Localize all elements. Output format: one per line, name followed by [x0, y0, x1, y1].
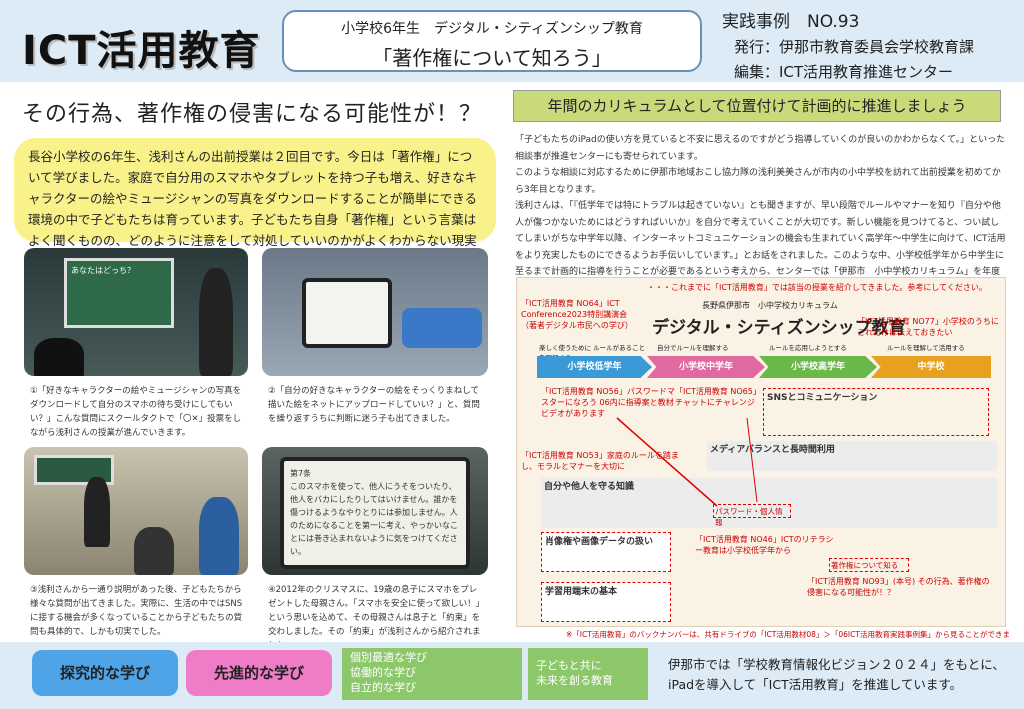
logo: ICT活用教育 — [22, 28, 261, 74]
tv-screen: あなたはどっち？ — [64, 258, 174, 328]
stage-chevron: 小学校高学年 — [759, 356, 877, 378]
arrow-lines — [616, 417, 758, 507]
stage-note: 自分でルールを理解する — [657, 344, 729, 352]
left-heading: その行為、著作権の侵害になる可能性が！？ — [22, 102, 483, 127]
tag-inquiry: 探究的な学び — [32, 650, 178, 696]
paragraph: 「子どもたちのiPadの使い方を見ていると不安に思えるのですがどう指導していくの… — [515, 135, 1006, 162]
slide-title: 第7条 — [290, 469, 312, 478]
diagram-subtitle: 長野県伊那市 小中学校カリキュラム — [702, 301, 838, 310]
photo-lesson-board: あなたはどっち？ — [24, 248, 248, 376]
label-no46: 「ICT活用教育 NO46」ICTのリテラシー教育は小学校低学年から — [695, 535, 834, 555]
slide-screen: 第7条 このスマホを使って、他人にうそをついたり、他人をバカにしたりしてはいけま… — [280, 457, 470, 569]
photo-classroom — [24, 447, 248, 575]
caption-2: ②「自分の好きなキャラクターの絵をそっくりまねして描いた絵をネットにアップロード… — [268, 386, 480, 424]
diagram-title: デジタル・シティズンシップ教育 — [652, 318, 906, 338]
label-no93: 「ICT活用教育 NO93」(本号) その行為、著作権の侵害になる可能性が！？ — [807, 577, 990, 597]
intro-box: 長谷小学校の6年生、浅利さんの出前授業は２回目です。今日は「著作権」について学び… — [14, 138, 496, 269]
footer-note: 伊那市では「学校教育情報化ビジョン２０２４」をもとに、iPadを導入して「ICT… — [668, 657, 1005, 692]
slide-text: このスマホを使って、他人にうそをついたり、他人をバカにしたりしてはいけません。誰… — [290, 482, 458, 556]
photo-promise-slide: 第7条 このスマホを使って、他人にうそをついたり、他人をバカにしたりしてはいけま… — [262, 447, 488, 575]
editor: 編集：ICT活用教育推進センター — [734, 63, 954, 81]
diagram-top-note: ・・・これまでに「ICT活用教育」では該当の授業を紹介してきました。参考にしてく… — [647, 283, 987, 292]
item-password: パスワード・個人情報 — [713, 504, 791, 527]
label-no65: 「ICT活用教育 NO65」チャットにチャレンジ — [675, 387, 761, 407]
publisher: 発行：伊那市教育委員会学校教育課 — [734, 38, 975, 56]
box-portrait: 肖像権や画像データの扱い — [541, 532, 671, 572]
presenter-figure — [84, 477, 110, 547]
label-no53: 「ICT活用教育 NO53」家庭のルールを踏まし、モラルとマナーを大切に — [521, 451, 679, 471]
issue-meta: 実践事例 NO.93 発行：伊那市教育委員会学校教育課 編集：ICT活用教育推進… — [722, 10, 974, 85]
case-number: 実践事例 NO.93 — [722, 12, 860, 32]
caption-1: ①「好きなキャラクターの絵やミュージシャンの写真をダウンロードして自分のスマホの… — [30, 386, 242, 438]
label-no64: 「ICT活用教育 NO64」ICT Conference2023特別講演会（著者… — [521, 299, 633, 330]
curriculum-diagram: ・・・これまでに「ICT活用教育」では該当の授業を紹介してきました。参考にしてく… — [516, 277, 1006, 627]
stage-chevron: 中学校 — [871, 356, 991, 378]
student-figure — [34, 338, 84, 376]
student-figure — [134, 527, 174, 575]
box-protect: 自分や他人を守る知識 — [541, 478, 997, 528]
tag-advanced: 先進的な学び — [186, 650, 332, 696]
stage-chevron: 小学校低学年 — [537, 356, 652, 378]
box-device: 学習用端末の基本 — [541, 582, 671, 622]
student-figure — [199, 497, 239, 575]
caption-3: ③浅利さんから一通り説明があった後、子どもたちから様々な質問が出てきました。実際… — [30, 585, 243, 637]
green-box-learning: 個別最適な学び協働的な学び自立的な学び — [342, 648, 522, 700]
paragraph: このような相談に対応するために伊那市地域おこし協力隊の浅利美美さんが市内の小中学… — [515, 168, 1001, 195]
item-copyright: 著作権について知る — [829, 558, 909, 572]
label-no77: 「ICT活用教育 NO77」小学校のうちにこれだけは伝えておきたい — [857, 317, 999, 337]
right-heading: 年間のカリキュラムとして位置付けて計画的に推進しましょう — [513, 90, 1001, 122]
photo-ipad-vote — [262, 248, 488, 376]
box-media: メディアバランスと長時間利用 — [707, 441, 997, 471]
stage-chevron: 小学校中学年 — [647, 356, 765, 378]
stage-note: ルールを理解して活用する — [887, 344, 965, 352]
box-sns: SNSとコミュニケーション — [763, 388, 989, 436]
page-title: 「著作権について知ろう」 — [372, 46, 612, 70]
ipad-screen — [302, 278, 392, 348]
label-no56: 「ICT活用教育 NO56」パスワードマスターになろう 06内に指導案と教材ビデ… — [541, 387, 675, 418]
pencil-case — [402, 308, 482, 348]
stage-note: ルールを応用しようとする — [769, 344, 847, 352]
subtitle: 小学校6年生 デジタル・シティズンシップ教育 — [341, 21, 643, 37]
teacher-figure — [199, 268, 233, 376]
title-box: 小学校6年生 デジタル・シティズンシップ教育 「著作権について知ろう」 — [282, 10, 702, 72]
green-box-future: 子どもと共に未来を創る教育 — [528, 648, 648, 700]
